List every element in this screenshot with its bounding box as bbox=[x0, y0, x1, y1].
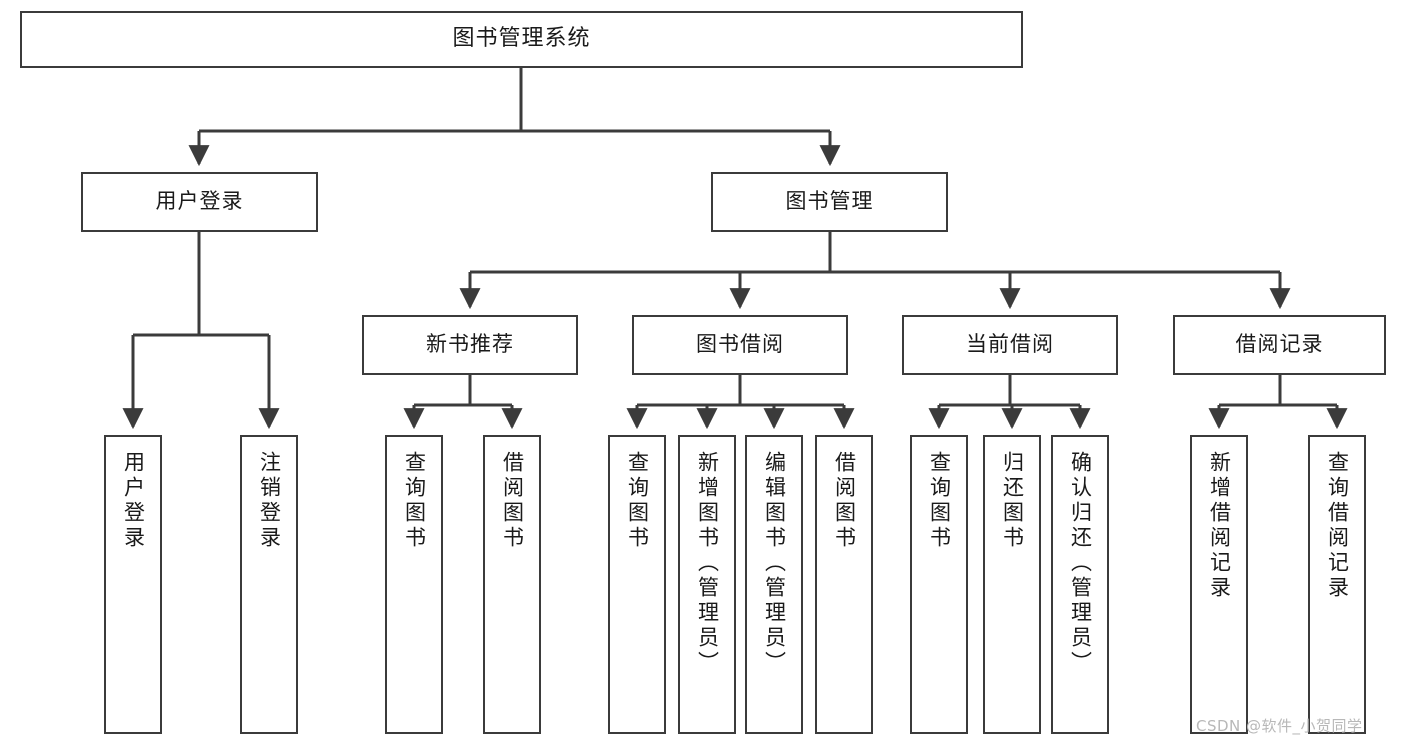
node-leaf-borrow-book-1-label: 借阅图书 bbox=[500, 451, 525, 551]
node-leaf-borrow-book-2-label: 借阅图书 bbox=[832, 451, 857, 551]
node-leaf-user-login-label: 用户登录 bbox=[121, 451, 146, 551]
node-leaf-user-logout[interactable]: 注销登录 bbox=[240, 435, 298, 734]
node-user-login-label: 用户登录 bbox=[155, 189, 244, 214]
node-new-book-recommend-label: 新书推荐 bbox=[426, 332, 514, 357]
node-new-book-recommend[interactable]: 新书推荐 bbox=[362, 315, 578, 375]
node-leaf-add-book-label: 新增图书（管理员） bbox=[695, 451, 720, 676]
node-borrow-record[interactable]: 借阅记录 bbox=[1173, 315, 1386, 375]
node-leaf-user-logout-label: 注销登录 bbox=[257, 451, 282, 551]
node-leaf-edit-book[interactable]: 编辑图书（管理员） bbox=[745, 435, 803, 734]
node-leaf-confirm-return[interactable]: 确认归还（管理员） bbox=[1051, 435, 1109, 734]
node-leaf-query-book-3[interactable]: 查询图书 bbox=[910, 435, 968, 734]
node-root[interactable]: 图书管理系统 bbox=[20, 11, 1023, 68]
node-leaf-borrow-book-2[interactable]: 借阅图书 bbox=[815, 435, 873, 734]
node-leaf-borrow-book-1[interactable]: 借阅图书 bbox=[483, 435, 541, 734]
node-leaf-add-book[interactable]: 新增图书（管理员） bbox=[678, 435, 736, 734]
node-leaf-query-book-3-label: 查询图书 bbox=[927, 451, 952, 551]
node-leaf-query-book-2-label: 查询图书 bbox=[625, 451, 650, 551]
node-leaf-edit-book-label: 编辑图书（管理员） bbox=[762, 451, 787, 676]
node-leaf-query-book-1-label: 查询图书 bbox=[402, 451, 427, 551]
node-book-manage-label: 图书管理 bbox=[785, 189, 874, 214]
node-leaf-query-book-2[interactable]: 查询图书 bbox=[608, 435, 666, 734]
node-leaf-query-book-1[interactable]: 查询图书 bbox=[385, 435, 443, 734]
node-leaf-add-record[interactable]: 新增借阅记录 bbox=[1190, 435, 1248, 734]
node-leaf-query-record-label: 查询借阅记录 bbox=[1325, 451, 1350, 601]
node-user-login[interactable]: 用户登录 bbox=[81, 172, 318, 232]
node-leaf-return-book-label: 归还图书 bbox=[1000, 451, 1025, 551]
node-leaf-query-record[interactable]: 查询借阅记录 bbox=[1308, 435, 1366, 734]
node-leaf-user-login[interactable]: 用户登录 bbox=[104, 435, 162, 734]
node-leaf-add-record-label: 新增借阅记录 bbox=[1207, 451, 1232, 601]
node-leaf-return-book[interactable]: 归还图书 bbox=[983, 435, 1041, 734]
node-book-borrow-label: 图书借阅 bbox=[696, 332, 784, 357]
node-book-manage[interactable]: 图书管理 bbox=[711, 172, 948, 232]
node-book-borrow[interactable]: 图书借阅 bbox=[632, 315, 848, 375]
node-current-borrow[interactable]: 当前借阅 bbox=[902, 315, 1118, 375]
node-root-label: 图书管理系统 bbox=[452, 26, 591, 52]
node-current-borrow-label: 当前借阅 bbox=[966, 332, 1054, 357]
node-borrow-record-label: 借阅记录 bbox=[1235, 332, 1324, 357]
node-leaf-confirm-return-label: 确认归还（管理员） bbox=[1068, 451, 1093, 676]
